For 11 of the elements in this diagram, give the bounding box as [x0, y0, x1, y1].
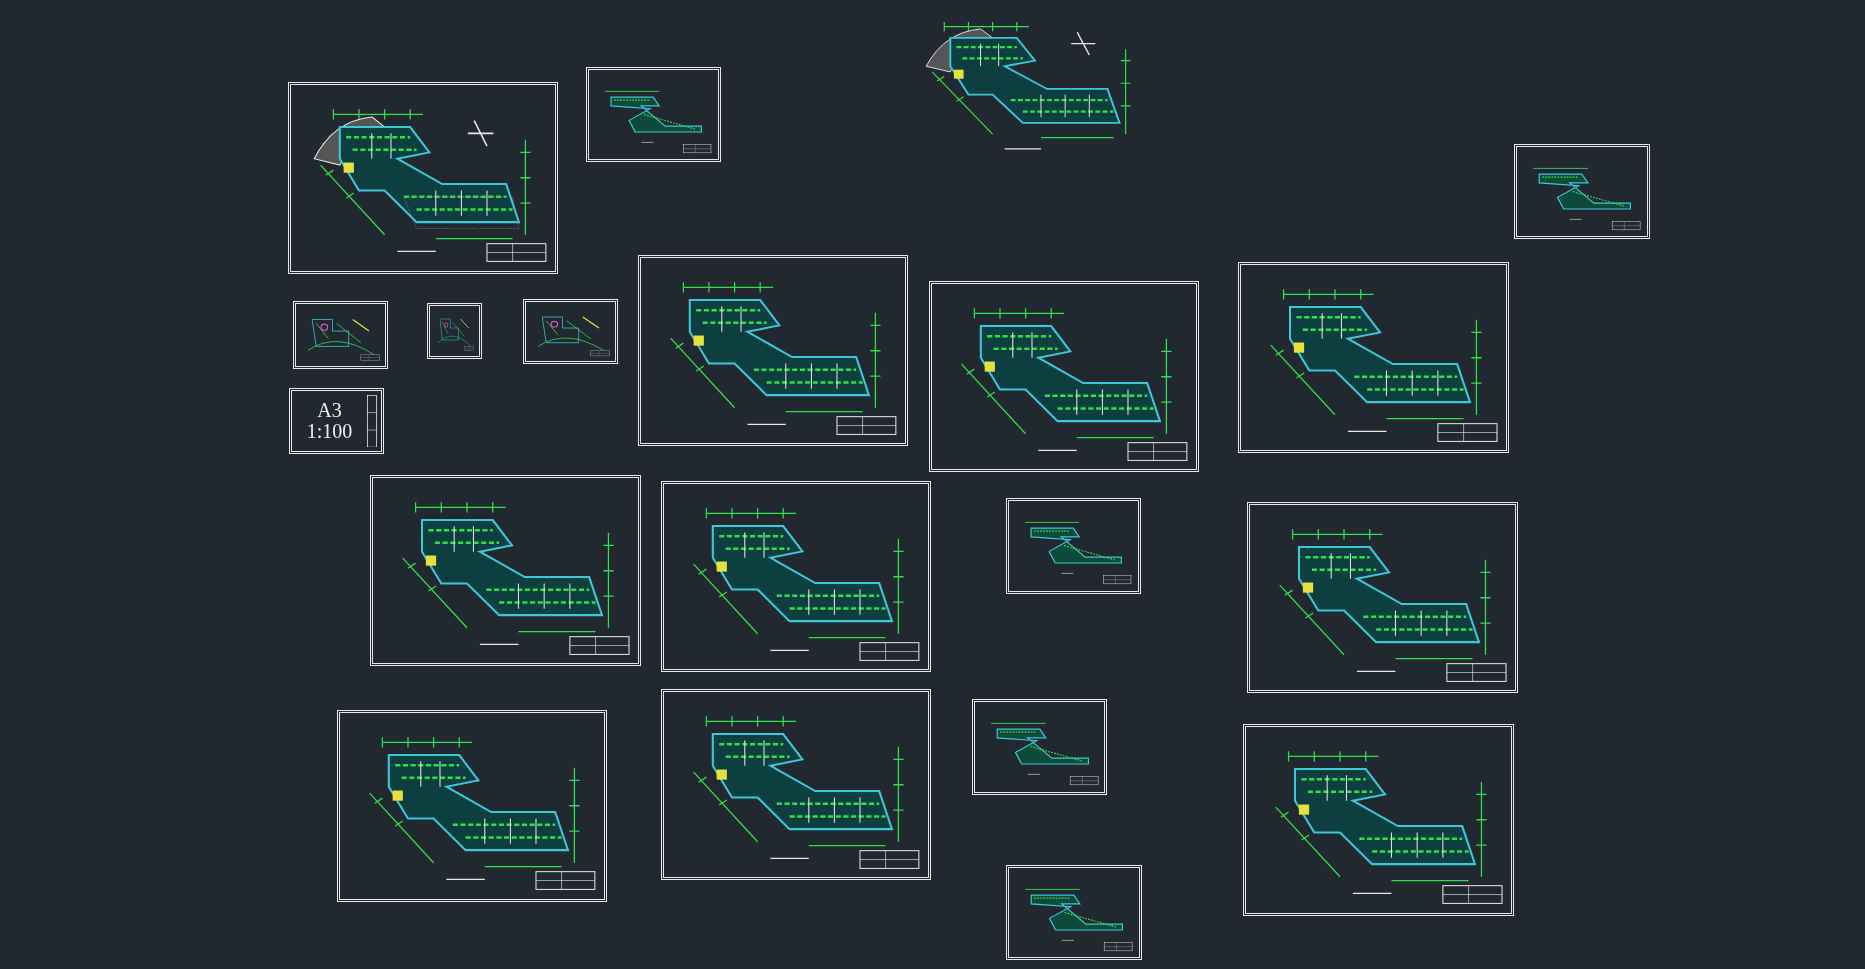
title-sheet: [289, 387, 385, 455]
drawing-sheet: [971, 699, 1108, 795]
drawing-sheet: [1514, 143, 1650, 240]
drawing-sheet: [1006, 864, 1142, 960]
sheet-label: A3: [317, 400, 342, 422]
drawing-sheet: [586, 66, 721, 162]
drawing-sheet: [427, 303, 482, 360]
drawing-sheet: [1006, 498, 1141, 594]
drawing-sheet: [523, 298, 619, 364]
drawing-sheet: [292, 300, 388, 369]
sheet-label: 1:100: [306, 421, 353, 443]
